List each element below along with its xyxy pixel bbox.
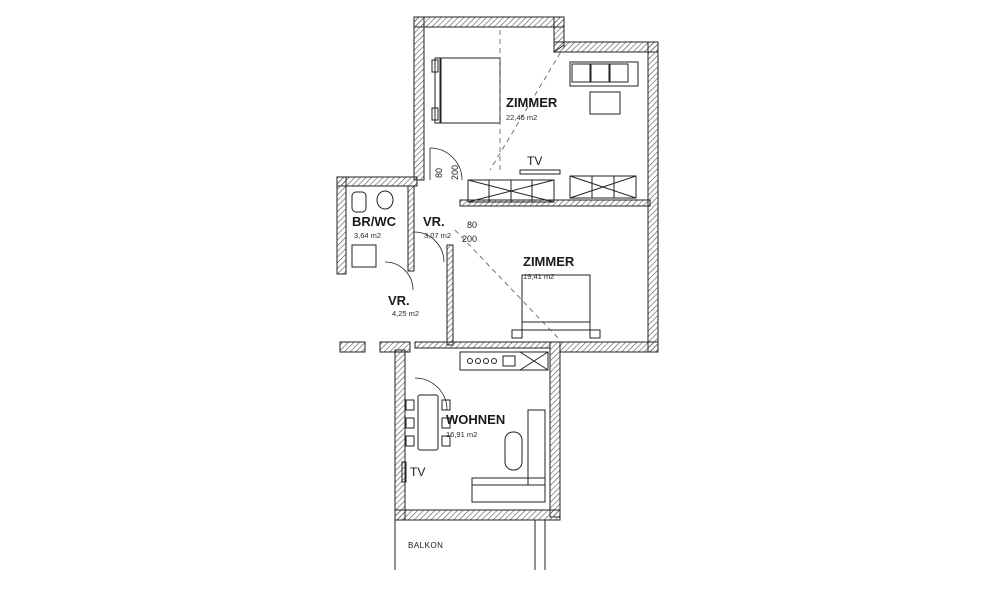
room-name-zimmer-2: ZIMMER <box>523 254 575 269</box>
view-lines <box>454 30 566 341</box>
door-width-1: 80 <box>467 220 477 230</box>
door-height-1: 200 <box>462 234 477 244</box>
doors <box>384 147 463 411</box>
room-area-brwc: 3,64 m2 <box>354 231 381 240</box>
room-name-zimmer-1: ZIMMER <box>506 95 558 110</box>
tv-label-wohnen: TV <box>410 465 425 479</box>
door-height-2: 200 <box>450 165 460 180</box>
furniture <box>351 57 639 503</box>
room-area-wohnen: 16,91 m2 <box>446 430 477 439</box>
balkon-label: BALKON <box>408 541 443 550</box>
room-area-vr-2: 4,25 m2 <box>392 309 419 318</box>
door-width-2: 80 <box>434 168 444 178</box>
balcony <box>394 520 546 570</box>
exterior-walls <box>336 16 659 521</box>
room-name-brwc: BR/WC <box>352 214 397 229</box>
room-name-vr-2: VR. <box>388 293 410 308</box>
tv-label-zimmer: TV <box>527 154 542 168</box>
room-name-wohnen: WOHNEN <box>446 412 505 427</box>
room-name-vr-1: VR. <box>423 214 445 229</box>
room-area-zimmer-2: 19,41 m2 <box>523 272 554 281</box>
room-area-vr-1: 3,07 m2 <box>424 231 451 240</box>
interior-walls <box>407 185 651 349</box>
room-area-zimmer-1: 22,45 m2 <box>506 113 537 122</box>
